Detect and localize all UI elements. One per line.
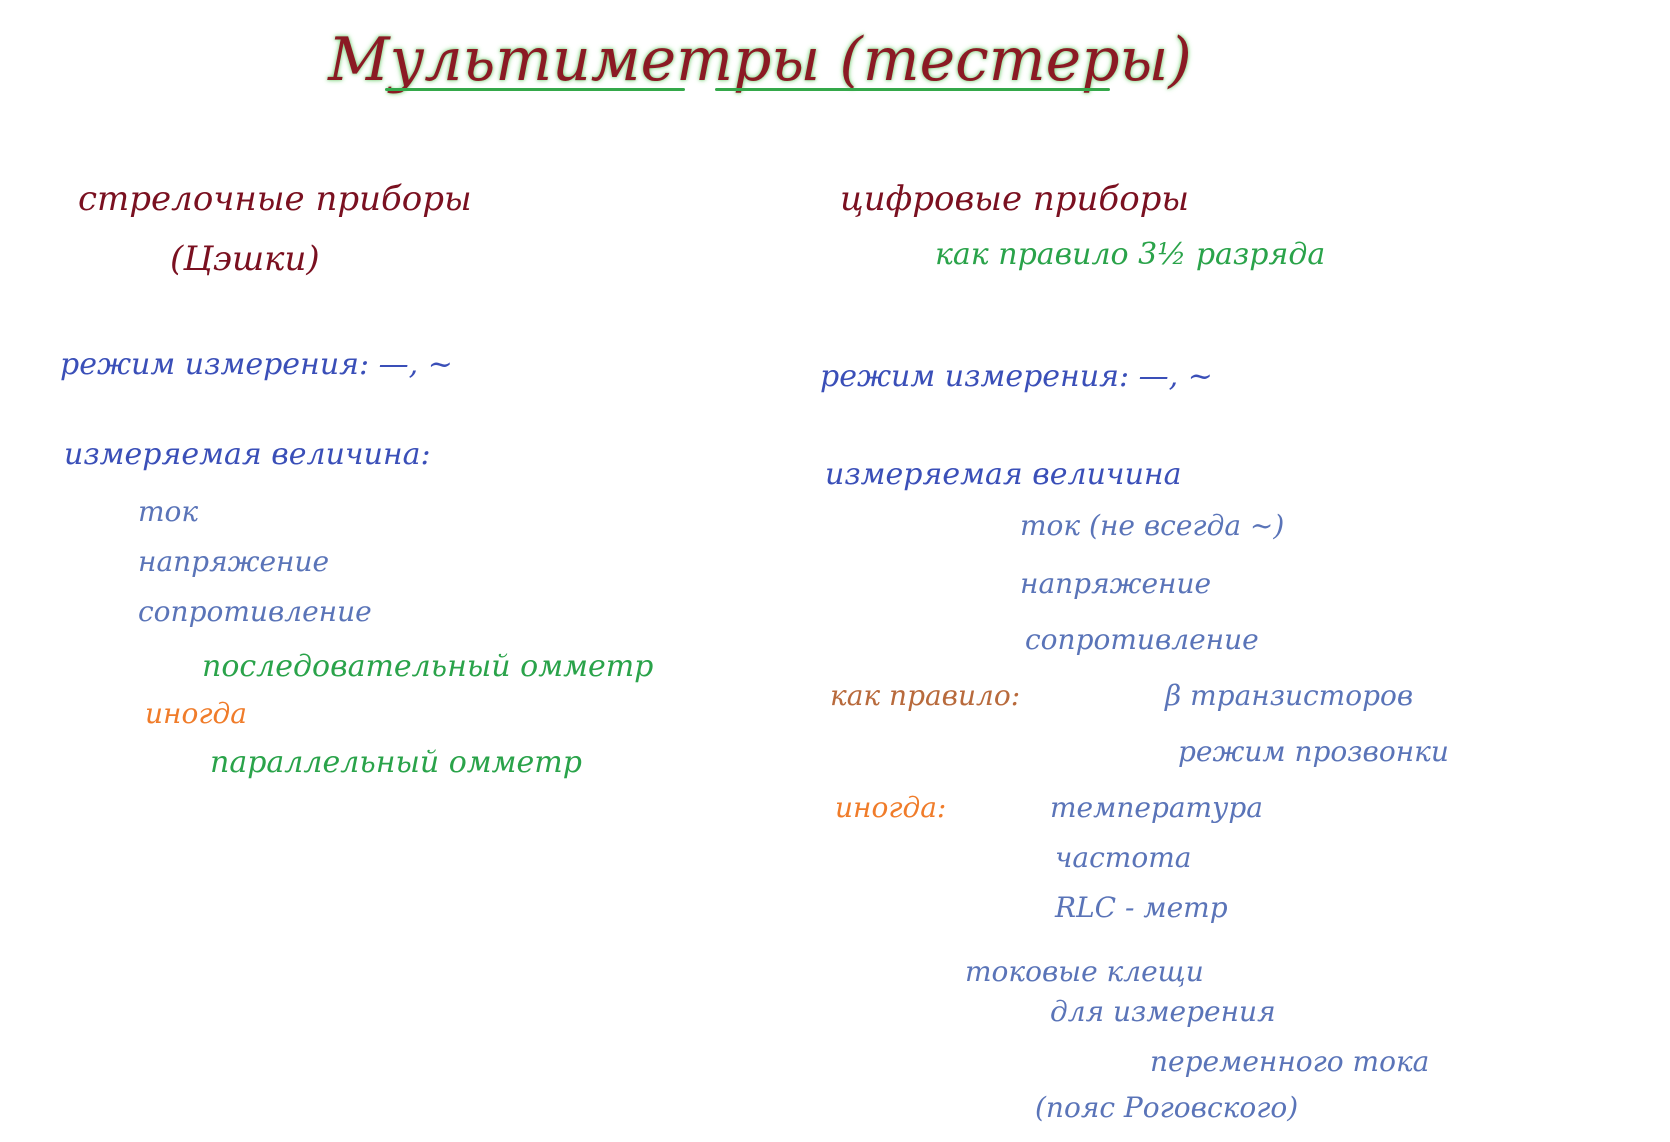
left-quantity-label: измеряемая величина: <box>64 437 431 472</box>
right-sometimes-rlc: RLC - метр <box>1055 891 1228 924</box>
right-digits-note: как правило 3½ разряда <box>935 237 1326 272</box>
left-sometimes: иногда <box>145 697 247 730</box>
right-item-current: ток (не всегда ~) <box>1020 509 1285 542</box>
left-item-voltage: напряжение <box>138 545 330 578</box>
left-subheading: (Цэшки) <box>170 239 320 279</box>
right-mode: режим измерения: —, ~ <box>820 359 1213 394</box>
left-item-resistance: сопротивление <box>138 595 372 628</box>
right-sometimes-label: иногда: <box>835 791 947 824</box>
right-sometimes-temperature: температура <box>1050 791 1263 824</box>
right-item-resistance: сопротивление <box>1025 623 1259 656</box>
title-underline <box>385 88 685 91</box>
right-clamp-line-1: для измерения <box>1050 995 1276 1028</box>
right-usually-label: как правило: <box>830 679 1021 712</box>
left-mode: режим измерения: —, ~ <box>60 347 453 382</box>
left-parallel-ohmmeter: параллельный омметр <box>210 745 582 780</box>
left-heading: стрелочные приборы <box>78 179 472 219</box>
right-usually-continuity: режим прозвонки <box>1178 735 1449 768</box>
page-title: Мультиметры (тестеры) <box>328 25 1192 95</box>
right-quantity-label: измеряемая величина <box>825 457 1182 492</box>
right-clamp: токовые клещи <box>965 955 1204 988</box>
right-heading: цифровые приборы <box>840 179 1190 219</box>
right-sometimes-frequency: частота <box>1055 841 1192 874</box>
right-clamp-line-3: (пояс Роговского) <box>1035 1091 1299 1124</box>
right-clamp-line-2: переменного тока <box>1150 1045 1430 1078</box>
right-item-voltage: напряжение <box>1020 567 1212 600</box>
left-item-current: ток <box>138 495 199 528</box>
title-underline <box>715 88 1110 91</box>
right-usually-beta: β транзисторов <box>1165 679 1414 712</box>
left-series-ohmmeter: последовательный омметр <box>202 649 654 684</box>
